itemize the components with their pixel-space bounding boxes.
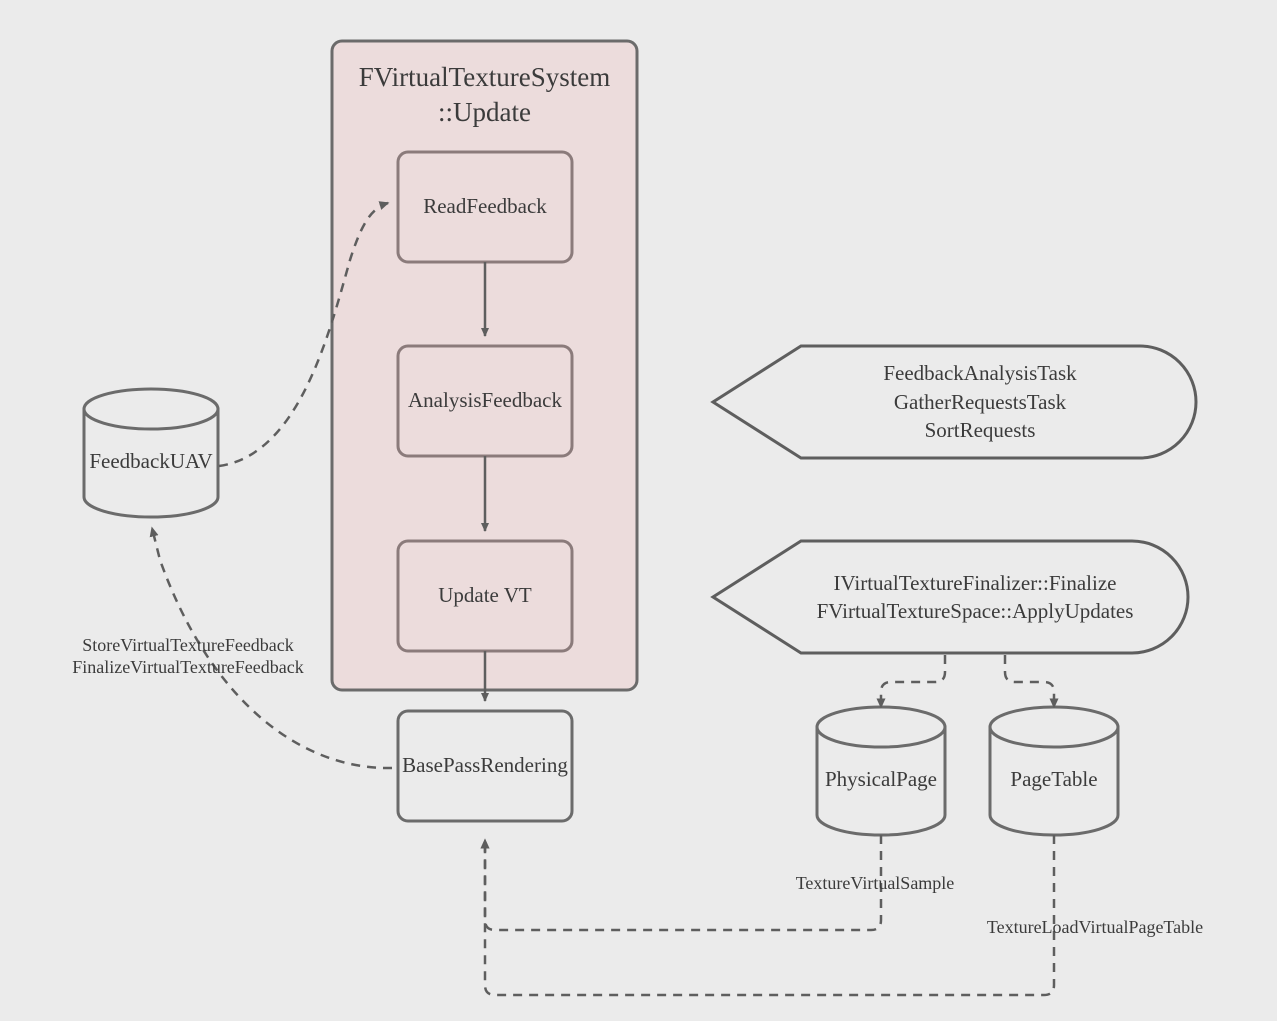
node-feedback-uav[interactable] (82, 387, 220, 519)
node-physical-page[interactable] (815, 705, 947, 837)
edge-physicalpage-to-basepass (480, 835, 883, 932)
edge-basepass-to-feedbackuav (149, 526, 393, 770)
note-tasks-shape (710, 344, 1198, 460)
edge-note-to-pagetable (1003, 655, 1059, 709)
node-read-feedback[interactable] (396, 150, 574, 264)
node-analysis-feedback[interactable] (396, 344, 574, 458)
edge-note-to-physicalpage (876, 655, 947, 709)
node-page-table[interactable] (988, 705, 1120, 837)
node-update-vt[interactable] (396, 539, 574, 653)
edge-pagetable-to-basepass (480, 835, 1056, 997)
note-finalize-shape (710, 539, 1190, 655)
node-base-pass-rendering[interactable] (396, 709, 574, 823)
edge-feedbackuav-to-readfeedback (218, 201, 390, 468)
